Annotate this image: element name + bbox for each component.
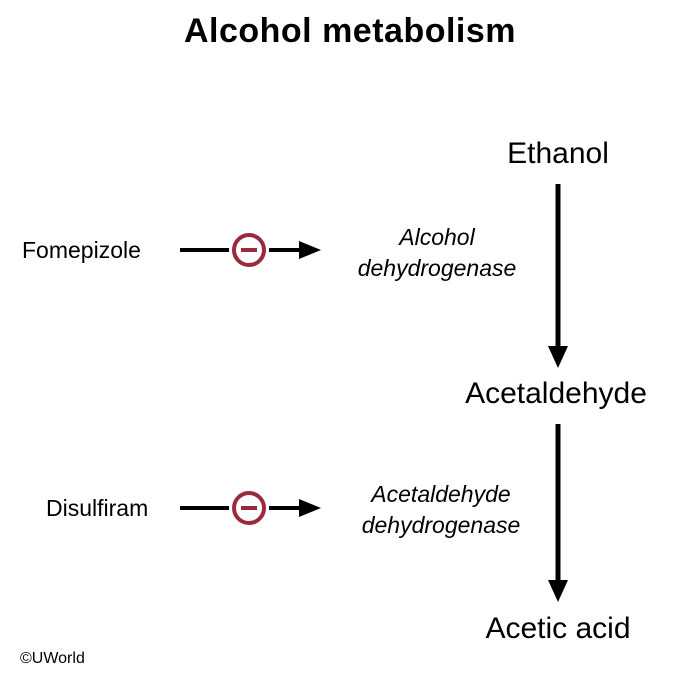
fomepizole-inhibition-connector xyxy=(180,233,321,267)
arrow-acetaldehyde-to-acetic-acid xyxy=(548,424,568,602)
inhibitor-disulfiram: Disulfiram xyxy=(46,495,149,521)
inhibitor-fomepizole: Fomepizole xyxy=(22,237,141,263)
diagram-title: Alcohol metabolism xyxy=(183,12,517,50)
node-acetic-acid: Acetic acid xyxy=(485,612,631,645)
enzyme-adh-line1: Alcohol xyxy=(399,224,475,250)
disulfiram-inhibition-connector xyxy=(180,491,321,525)
arrow-ethanol-to-acetaldehyde xyxy=(548,184,568,368)
enzyme-adh-line2: dehydrogenase xyxy=(357,255,517,281)
minus-circle-icon xyxy=(232,491,266,525)
enzyme-aldh-line2: dehydrogenase xyxy=(361,512,521,538)
node-acetaldehyde: Acetaldehyde xyxy=(465,377,647,410)
enzyme-aldh-line1: Acetaldehyde xyxy=(371,481,511,507)
enzyme-alcohol-dehydrogenase: Alcohol dehydrogenase xyxy=(358,222,517,284)
minus-circle-icon xyxy=(232,233,266,267)
enzyme-acetaldehyde-dehydrogenase: Acetaldehyde dehydrogenase xyxy=(362,479,521,541)
uworld-watermark: ©UWorld xyxy=(20,650,85,667)
node-ethanol: Ethanol xyxy=(507,137,609,170)
